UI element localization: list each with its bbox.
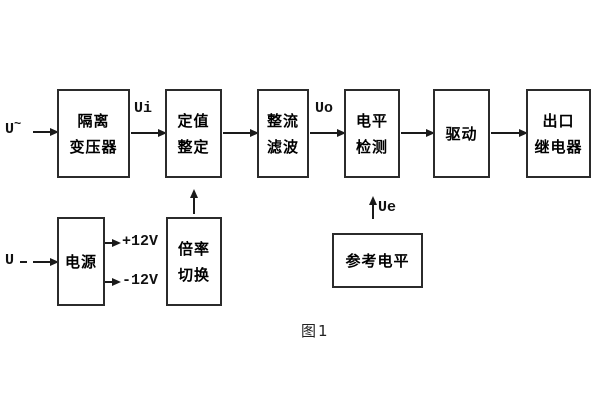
block-label: 出口 bbox=[542, 111, 575, 130]
block-isolation-transformer: 隔离 变压器 bbox=[57, 89, 130, 178]
block-label: 参考电平 bbox=[345, 251, 410, 270]
signal-superscript: ~ bbox=[14, 117, 22, 131]
block-label: 切换 bbox=[177, 265, 210, 284]
block-label: 滤波 bbox=[266, 137, 299, 156]
block-label: 倍率 bbox=[177, 239, 210, 258]
figure-caption: 图1 bbox=[301, 322, 330, 340]
block-label: 整流 bbox=[266, 111, 299, 130]
block-label: 驱动 bbox=[445, 124, 478, 143]
block-power-supply: 电源 bbox=[57, 217, 105, 306]
signal-label-ui: Ui bbox=[134, 100, 153, 117]
block-rectify-filter: 整流 滤波 bbox=[257, 89, 309, 178]
signal-label-ac-input: U~ bbox=[5, 117, 21, 138]
block-ratio-switch: 倍率 切换 bbox=[166, 217, 222, 306]
block-label: 电源 bbox=[64, 252, 97, 271]
block-label: 变压器 bbox=[69, 137, 118, 156]
signal-label-minus12v: -12V bbox=[122, 272, 159, 289]
signal-label-plus12v: +12V bbox=[122, 233, 159, 250]
block-label: 整定 bbox=[177, 137, 210, 156]
block-reference-level: 参考电平 bbox=[332, 233, 423, 288]
signal-base: U bbox=[5, 121, 15, 138]
block-label: 电平 bbox=[355, 111, 388, 130]
signal-label-uo: Uo bbox=[315, 100, 334, 117]
block-label: 定值 bbox=[177, 111, 210, 130]
signal-label-ue: Ue bbox=[378, 199, 397, 216]
block-level-detect: 电平 检测 bbox=[344, 89, 400, 178]
block-value-setting: 定值 整定 bbox=[165, 89, 222, 178]
block-drive: 驱动 bbox=[433, 89, 490, 178]
block-output-relay: 出口 继电器 bbox=[526, 89, 591, 178]
block-label: 继电器 bbox=[534, 137, 583, 156]
signal-label-dc-input: U bbox=[5, 252, 15, 269]
block-label: 隔离 bbox=[77, 111, 110, 130]
block-label: 检测 bbox=[355, 137, 388, 156]
